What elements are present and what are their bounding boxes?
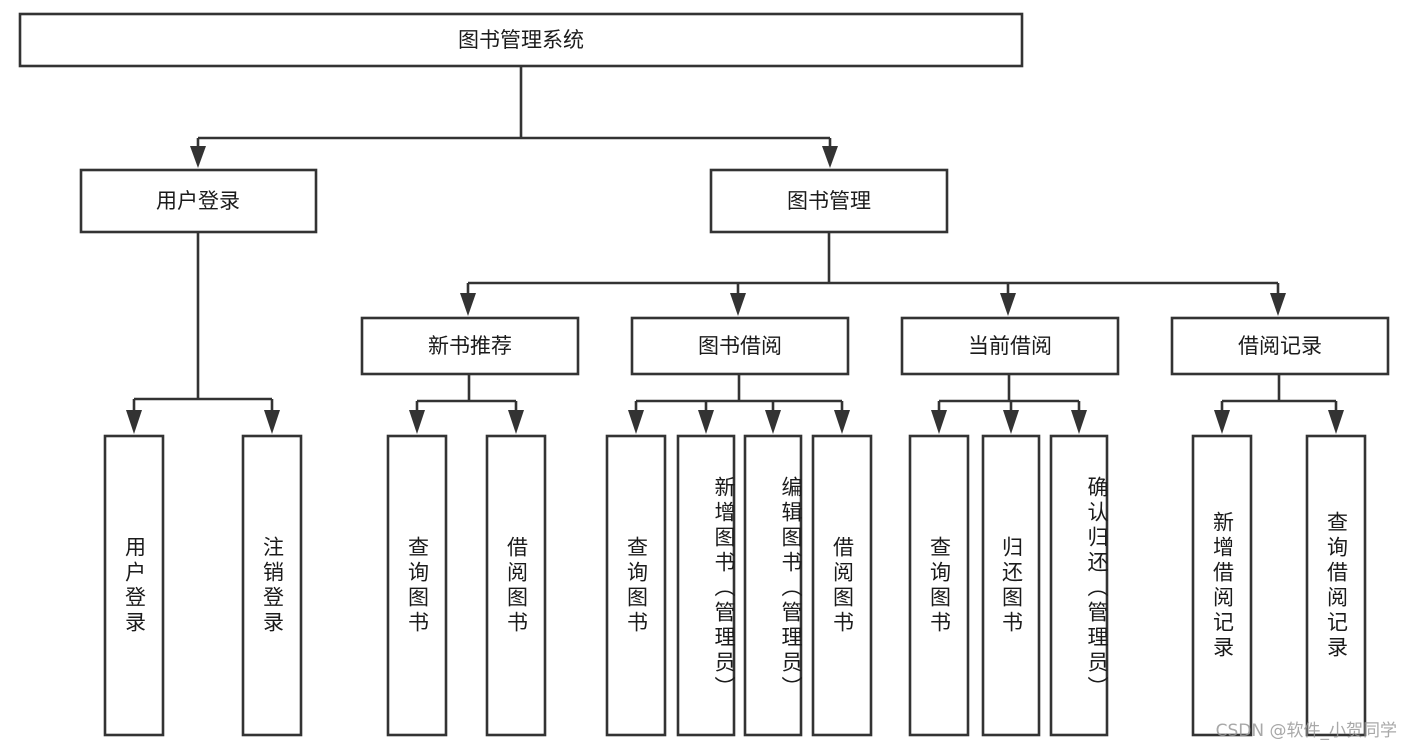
node-box-leaf-return-book[interactable] <box>981 434 1041 737</box>
arrow-head-leaf-query-book-1 <box>409 410 425 434</box>
node-box-leaf-add-record[interactable] <box>1191 434 1253 737</box>
node-box-leaf-query-book-2[interactable] <box>605 434 667 737</box>
arrow-head-leaf-user-login <box>126 410 142 434</box>
watermark-text: CSDN @软件_小贺同学 <box>1215 721 1397 741</box>
arrow-head-book-management <box>822 146 838 168</box>
arrow-head-leaf-add-record <box>1214 410 1230 434</box>
node-box-leaf-query-record[interactable] <box>1305 434 1367 737</box>
node-box-current-borrow[interactable] <box>900 316 1120 376</box>
node-label-current-borrow: 当前借阅 <box>968 334 1052 358</box>
arrow-head-new-book-recommend <box>460 293 476 316</box>
arrow-head-leaf-edit-book <box>765 410 781 434</box>
node-box-leaf-query-book-1[interactable] <box>386 434 448 737</box>
arrow-head-leaf-borrow-book-2 <box>834 410 850 434</box>
arrow-head-user-login <box>190 146 206 168</box>
node-label-book-management: 图书管理 <box>787 189 871 213</box>
node-box-leaf-user-login[interactable] <box>103 434 165 737</box>
node-box-leaf-borrow-book-2[interactable] <box>811 434 873 737</box>
node-label-root: 图书管理系统 <box>458 28 584 52</box>
node-label-user-login: 用户登录 <box>156 189 240 213</box>
arrow-head-leaf-query-book-2 <box>628 410 644 434</box>
arrow-head-current-borrow <box>1000 293 1016 316</box>
node-label-book-borrow: 图书借阅 <box>698 334 782 358</box>
node-box-new-book-recommend[interactable] <box>360 316 580 376</box>
arrow-head-leaf-return-book <box>1003 410 1019 434</box>
node-box-root[interactable] <box>18 12 1024 68</box>
node-box-leaf-confirm-return[interactable] <box>1049 434 1109 737</box>
node-box-leaf-query-book-3[interactable] <box>908 434 970 737</box>
node-label-borrow-records: 借阅记录 <box>1238 334 1322 358</box>
node-box-leaf-borrow-book-1[interactable] <box>485 434 547 737</box>
node-box-leaf-edit-book[interactable] <box>743 434 803 737</box>
node-box-leaf-logout[interactable] <box>241 434 303 737</box>
arrow-head-leaf-logout <box>264 410 280 434</box>
arrow-head-leaf-query-book-3 <box>931 410 947 434</box>
arrow-head-leaf-borrow-book-1 <box>508 410 524 434</box>
arrow-head-leaf-query-record <box>1328 410 1344 434</box>
arrow-head-leaf-add-book <box>698 410 714 434</box>
node-box-leaf-add-book[interactable] <box>676 434 736 737</box>
arrow-head-leaf-confirm-return <box>1071 410 1087 434</box>
arrow-head-borrow-records <box>1270 293 1286 316</box>
arrow-head-book-borrow <box>730 293 746 316</box>
node-label-new-book-recommend: 新书推荐 <box>428 334 512 358</box>
node-box-user-login[interactable] <box>79 168 318 234</box>
